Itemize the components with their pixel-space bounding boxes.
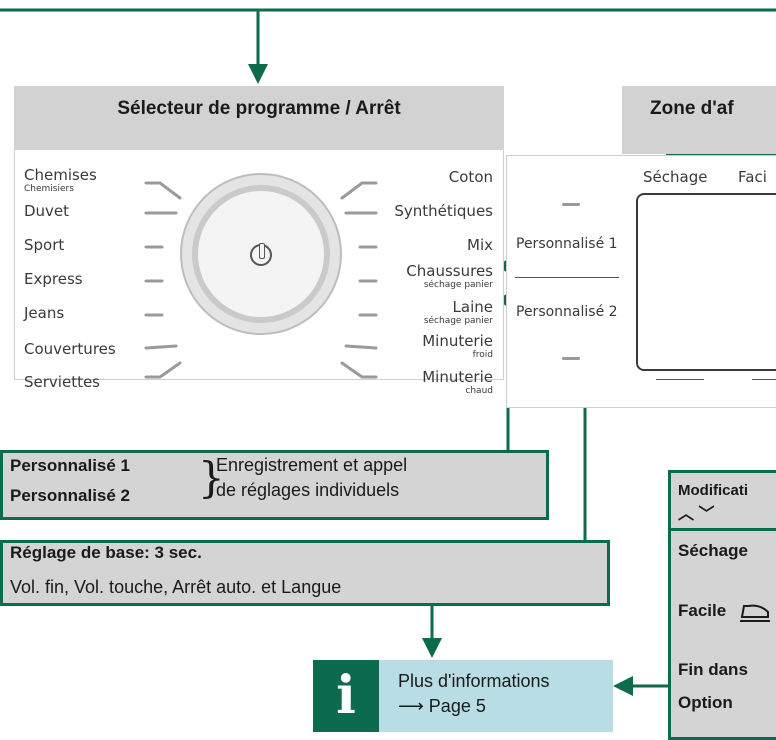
personalise-item-2: Personnalisé 2: [10, 486, 131, 505]
program-minuterie-chaud: Minuterie: [422, 368, 493, 386]
modification-header-divider: [668, 528, 776, 531]
program-minuterie-froid-sub: froid: [472, 350, 493, 360]
program-sport: Sport: [24, 236, 65, 254]
display-dash-top: [562, 203, 580, 206]
program-chemises: Chemises: [24, 166, 97, 184]
display-underline-1: [656, 379, 704, 380]
program-jeans: Jeans: [24, 304, 65, 322]
personalise-2-button-label[interactable]: Personnalisé 2: [516, 304, 618, 320]
program-laine: Laine: [452, 298, 493, 316]
program-laine-sub: séchage panier: [423, 316, 493, 326]
program-chemises-sub: Chemisiers: [24, 184, 74, 194]
modification-item-fin-dans: Fin dans: [678, 660, 748, 679]
personalise-desc-line2: de réglages individuels: [216, 480, 400, 500]
info-line1: Plus d'informations: [398, 671, 550, 691]
display-screen: [636, 193, 776, 371]
power-icon-bar: [259, 243, 265, 259]
display-underline-2: [752, 379, 776, 380]
program-express: Express: [24, 270, 83, 288]
personalise-1-button-label[interactable]: Personnalisé 1: [516, 236, 618, 252]
display-label-facile: Faci: [738, 168, 767, 186]
program-chaussures: Chaussures: [406, 262, 493, 280]
modification-title: Modificati: [678, 482, 748, 499]
display-label-sechage: Séchage: [643, 168, 708, 186]
personalise-desc-line1: Enregistrement et appel: [216, 455, 408, 475]
info-icon: i: [313, 660, 379, 732]
brace-symbol: }: [198, 453, 225, 502]
display-zone-title: Zone d'af: [622, 86, 776, 154]
reglage-title: Réglage de base: 3 sec.: [10, 543, 202, 562]
modification-item-sechage: Séchage: [678, 541, 748, 560]
display-dash-bottom: [562, 357, 580, 360]
program-synthetiques: Synthétiques: [394, 202, 493, 220]
display-divider: [515, 277, 619, 278]
program-serviettes: Serviettes: [24, 373, 100, 391]
program-minuterie-froid: Minuterie: [422, 332, 493, 350]
info-icon-letter: i: [336, 665, 356, 726]
modification-box: [668, 470, 776, 740]
program-duvet: Duvet: [24, 202, 70, 220]
reglage-desc: Vol. fin, Vol. touche, Arrêt auto. et La…: [10, 577, 342, 597]
selector-title: Sélecteur de programme / Arrêt: [14, 86, 504, 150]
modification-item-facile: Facile: [678, 601, 727, 620]
program-chaussures-sub: séchage panier: [423, 280, 493, 290]
personalise-box: [0, 450, 549, 520]
modification-arrows: ︿ ﹀: [678, 506, 715, 523]
reglage-box: [0, 540, 610, 606]
info-line2: ⟶ Page 5: [398, 696, 486, 716]
program-coton: Coton: [448, 168, 493, 186]
program-minuterie-chaud-sub: chaud: [465, 386, 493, 396]
program-mix: Mix: [467, 236, 493, 254]
personalise-item-1: Personnalisé 1: [10, 456, 131, 475]
program-couvertures: Couvertures: [24, 340, 116, 358]
modification-item-option: Option: [678, 693, 733, 712]
